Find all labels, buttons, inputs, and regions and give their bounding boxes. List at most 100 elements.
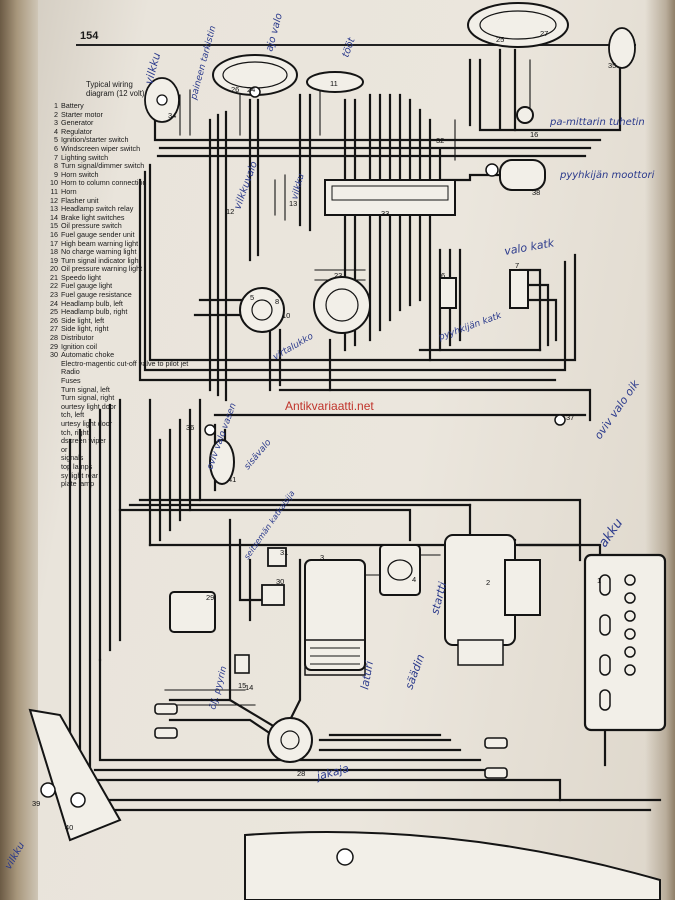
legend-title: Typical wiring diagram (12 volt) <box>86 80 145 98</box>
spark-plugs <box>154 703 508 779</box>
legend-item-number: 18 <box>50 247 58 257</box>
instrument-cluster <box>313 276 371 334</box>
handwritten-note: pa-mittarin tuhetin <box>549 117 645 128</box>
legend-item-label: High beam warning light <box>61 238 139 248</box>
legend-item-number: 17 <box>50 238 58 248</box>
legend-item-label: Horn switch <box>61 169 99 179</box>
handwritten-note: virtalukko <box>272 331 316 362</box>
legend-item-label: ourtesy light door <box>61 401 117 411</box>
legend-item-number: 15 <box>50 221 58 231</box>
legend-item-number: 9 <box>54 169 58 179</box>
turn-signal-left-front <box>144 77 180 123</box>
legend-item: tch, right <box>34 428 154 438</box>
component-number: 5 <box>250 293 254 302</box>
component-number: 41 <box>228 475 236 484</box>
legend-item-label: urtesy light door <box>61 418 113 428</box>
legend-item-label: Side light, right <box>61 324 109 334</box>
automatic-choke-30 <box>261 584 285 606</box>
legend-item-label: Automatic choke <box>61 350 115 360</box>
component-number: 37 <box>566 413 574 422</box>
component-number: 40 <box>65 823 73 832</box>
legend-item: or <box>34 444 154 455</box>
component-number: 3 <box>320 553 324 562</box>
page-edge <box>645 0 675 900</box>
handwritten-note: ajo valo <box>264 12 285 53</box>
legend-item: Radio <box>34 368 154 377</box>
legend-item-label: Horn to column connection <box>61 178 147 188</box>
legend-item-label: Speedo light <box>61 272 101 282</box>
component-number: 39 <box>32 799 40 808</box>
legend-item-label: Starter motor <box>61 109 103 119</box>
component-number: 7 <box>515 261 519 270</box>
component-number: 16 <box>530 130 538 139</box>
legend-item-label: Generator <box>61 118 94 128</box>
oil-pressure-switch-15 <box>234 654 250 674</box>
legend-item-number: 3 <box>54 118 58 128</box>
legend-item: urtesy light door <box>34 418 154 429</box>
legend-item-number: 14 <box>50 212 58 222</box>
component-number: 14 <box>245 683 253 692</box>
legend-item-number: 16 <box>50 229 58 239</box>
legend-item-label: Fuel gauge sender unit <box>61 229 135 239</box>
legend-item-number: 5 <box>54 135 58 145</box>
legend-item-number: 25 <box>50 307 58 317</box>
legend-item-label: Headlamp bulb, right <box>61 307 128 317</box>
legend-item-label: Horn <box>61 186 77 196</box>
legend-item-label: Distributor <box>61 333 94 343</box>
legend-item-label: signals <box>61 453 84 463</box>
legend-item-label: Turn signal, right <box>61 393 115 403</box>
handwritten-note: vilkku <box>3 841 27 872</box>
watermark-text: Antikvariaatti.net <box>285 399 374 413</box>
legend-item-label: Electro-magentic cut-off valve to pilot … <box>61 358 189 368</box>
wiper-motor-38 <box>485 159 546 191</box>
wiper-switch-6 <box>439 277 457 309</box>
legend-item-label: Headlamp switch relay <box>61 204 134 214</box>
handwritten-note: vilkkuvalo <box>232 160 260 211</box>
legend-item-label: Fuses <box>61 376 81 385</box>
legend-item-label: top lamps <box>61 461 93 471</box>
component-number: 27 <box>540 29 548 38</box>
legend-item-label: Radio <box>61 367 80 377</box>
component-number: 38 <box>532 188 540 197</box>
door-switch-37 <box>554 414 566 426</box>
component-number: 25 <box>496 35 504 44</box>
legend-item-label: or <box>61 444 68 454</box>
legend-item-number: 11 <box>50 186 58 196</box>
legend-item-number: 1 <box>54 101 58 110</box>
legend-item: Electro-magentic cut-off valve to pilot … <box>34 359 188 369</box>
legend-item-label: Turn signal, left <box>61 384 110 394</box>
headlamp-right <box>467 2 569 48</box>
component-number: 32 <box>436 136 444 145</box>
legend-item-label: Headlamp bulb, left <box>61 298 123 308</box>
component-number: 31 <box>280 548 288 557</box>
legend-item-label: Battery <box>61 101 84 110</box>
handwritten-note: valo katk <box>503 236 555 258</box>
legend-item-label: Oil pressure switch <box>61 221 122 231</box>
headlamp-left <box>212 54 298 98</box>
fuel-gauge-sender-16 <box>516 106 534 124</box>
legend-item: top lamps <box>34 461 154 472</box>
legend-item-number: 29 <box>50 341 58 351</box>
legend-item-label: plate lamp <box>61 479 95 489</box>
turn-signal-right-front <box>608 27 636 69</box>
legend-item-label: Fuel gauge resistance <box>61 290 132 300</box>
fuse-box-33 <box>324 179 456 216</box>
interior-lamp-41 <box>209 439 235 485</box>
legend-item-label: dscreen wiper <box>61 436 106 446</box>
legend-item-number: 6 <box>54 143 58 153</box>
legend-item-number: 24 <box>50 298 58 308</box>
handwritten-note: sisävalo <box>243 437 274 472</box>
